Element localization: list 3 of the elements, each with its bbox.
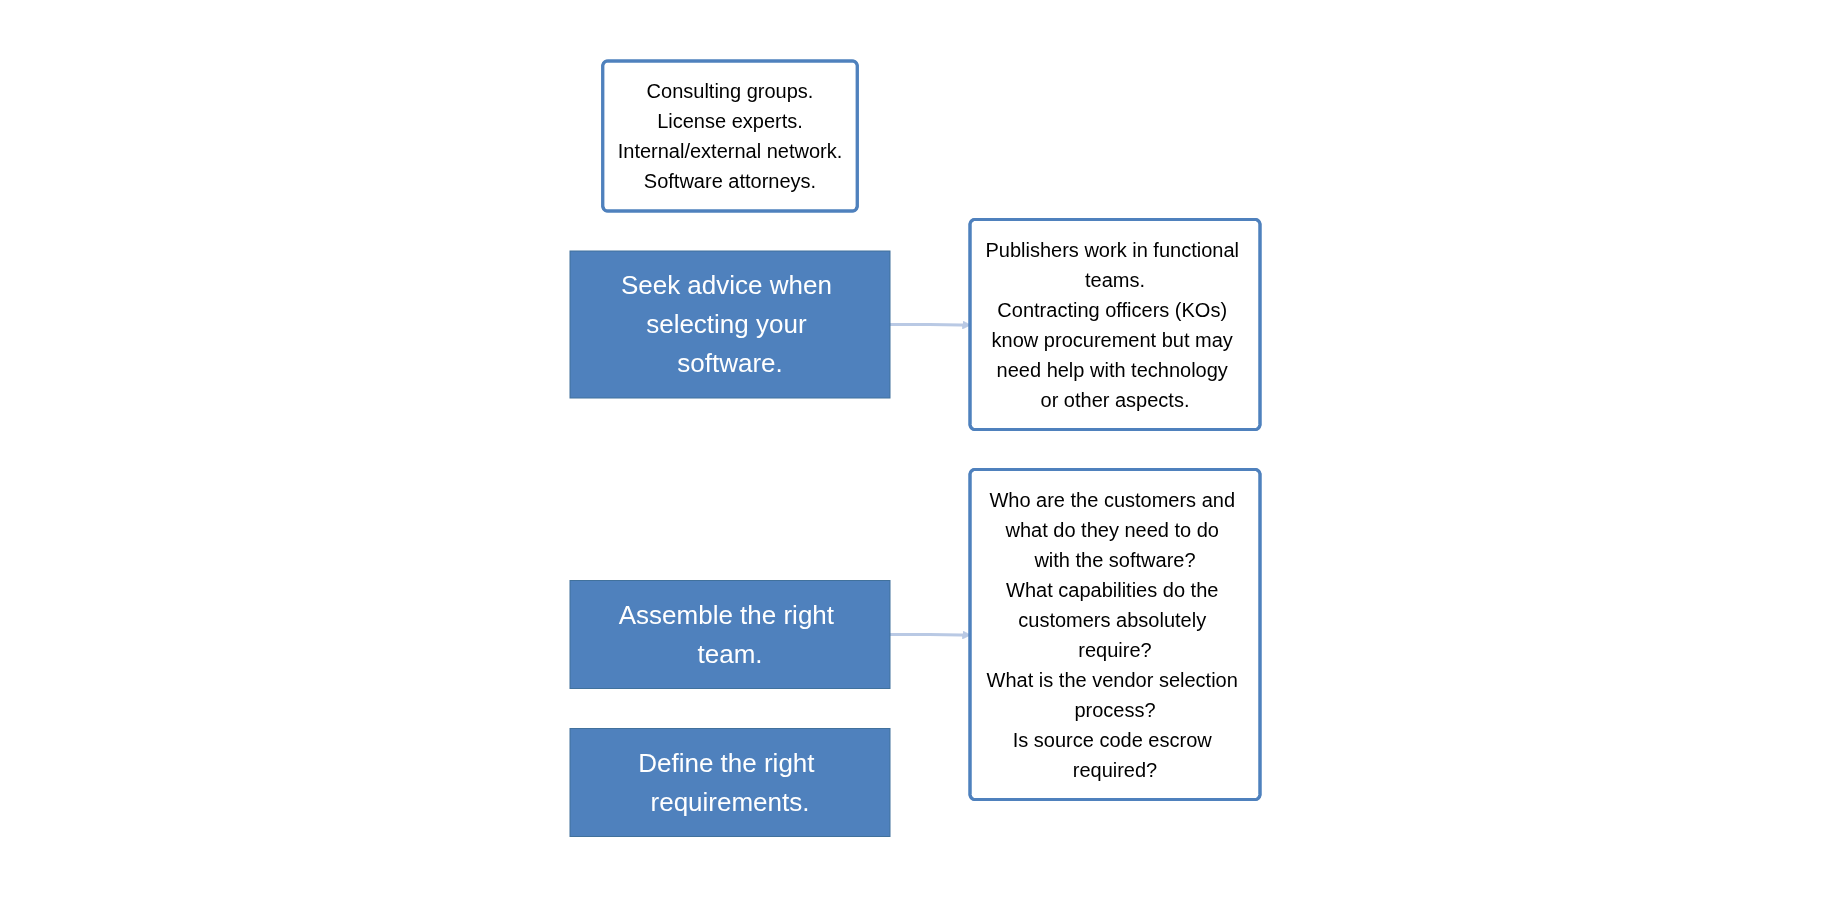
node-box: Assemble the right team.: [569, 580, 890, 690]
node-box: Define the right requirements.: [569, 728, 890, 838]
node-box: Seek advice when selecting your software.: [569, 250, 890, 399]
